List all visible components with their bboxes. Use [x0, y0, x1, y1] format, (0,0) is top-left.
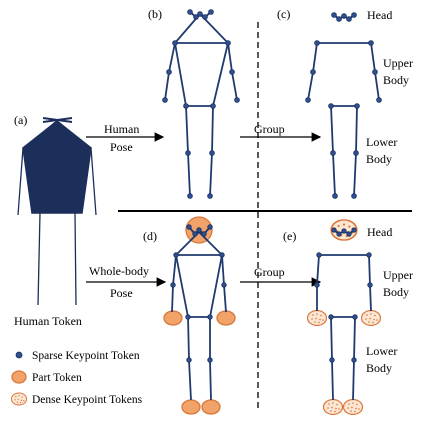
dense-keypoint-icon: [11, 393, 26, 405]
sparse-keypoints: [163, 10, 240, 199]
group-label-upper-top-1: Upper: [383, 56, 413, 70]
sparse-keypoint-icon: [16, 352, 22, 358]
legend-label-sparse: Sparse Keypoint Token: [32, 350, 140, 362]
panel-label-d: (d): [143, 229, 157, 243]
part-token-icon: [12, 371, 26, 383]
legend: Sparse Keypoint Token Part Token Dense K…: [11, 350, 142, 406]
group-label-lower-top-1: Lower: [366, 135, 397, 149]
group-label-lower-top-2: Body: [366, 152, 392, 166]
arrow-label-pose: Pose: [110, 140, 133, 154]
panel-label-e: (e): [283, 229, 296, 243]
panel-label-b: (b): [148, 7, 162, 21]
panel-label-a: (a): [14, 113, 27, 127]
group-label-upper-bottom-1: Upper: [383, 268, 413, 282]
group-label-head-top: Head: [367, 8, 392, 22]
wholebody-skeleton: [164, 217, 235, 414]
human-token-figure: [18, 118, 96, 305]
group-label-head-bottom: Head: [367, 225, 392, 239]
group-label-lower-bottom-2: Body: [366, 361, 392, 375]
sparse-skeleton: [165, 12, 237, 196]
arrow-label-human: Human: [104, 122, 139, 136]
human-token-caption: Human Token: [14, 314, 82, 328]
legend-label-dense: Dense Keypoint Tokens: [32, 394, 143, 406]
group-label-upper-bottom-2: Body: [383, 285, 409, 299]
legend-label-part: Part Token: [32, 372, 82, 384]
grouped-wholebody-skeleton: [308, 220, 381, 415]
panel-label-c: (c): [277, 7, 290, 21]
group-label-upper-top-2: Body: [383, 73, 409, 87]
group-label-lower-bottom-1: Lower: [366, 344, 397, 358]
arrow-label-wholebody-pose: Pose: [110, 286, 133, 300]
arrow-label-wholebody: Whole-body: [89, 264, 149, 278]
